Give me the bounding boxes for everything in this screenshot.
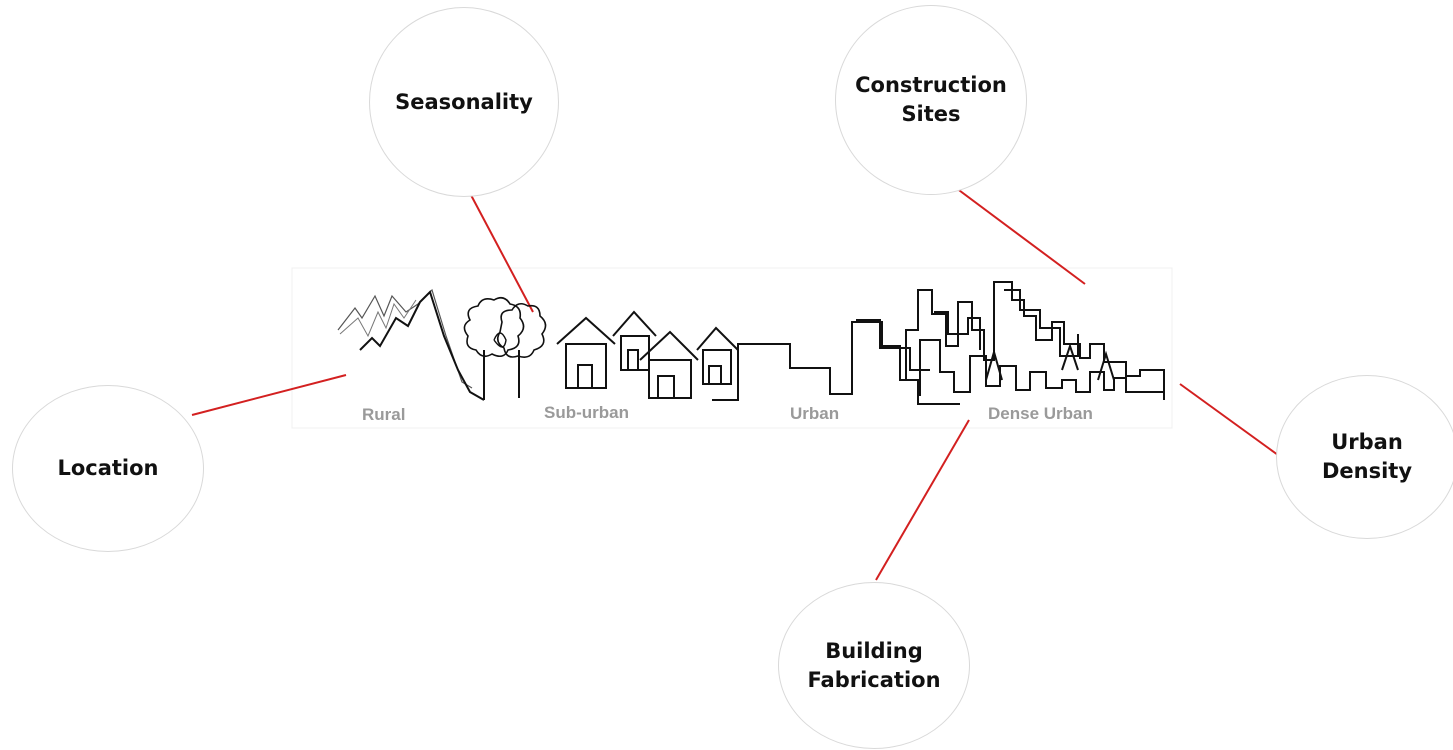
skyline-frame: [291, 267, 1173, 429]
dense-urban-sketch: [905, 281, 1165, 400]
bubble-building-fabrication: Building Fabrication: [778, 582, 970, 749]
skyline-label-rural: Rural: [362, 405, 405, 424]
bubble-urban-density: Urban Density: [1276, 375, 1453, 539]
skyline-sketch: [337, 281, 1165, 405]
bubble-label-building-fabrication: Building Fabrication: [807, 638, 941, 692]
skyline-label-sub-urban: Sub-urban: [544, 403, 629, 422]
bubble-location: Location: [12, 385, 204, 552]
bubble-label-location: Location: [57, 456, 159, 480]
mountains-sketch: [337, 288, 485, 401]
bubble-label-construction-sites: Construction Sites: [855, 73, 1007, 126]
bubble-construction-sites: Construction Sites: [835, 5, 1027, 195]
bubble-label-urban-density: Urban Density: [1321, 430, 1413, 483]
skyline-label-urban: Urban: [790, 404, 839, 423]
trees-sketch: [463, 296, 547, 400]
connector-location: [191, 374, 347, 416]
bubble-seasonality: Seasonality: [369, 7, 559, 197]
connector-building-fabrication: [875, 419, 970, 581]
skyline-label-dense-urban: Dense Urban: [988, 404, 1093, 423]
urban-sketch: [712, 319, 960, 405]
bubble-label-seasonality: Seasonality: [395, 89, 533, 114]
connector-urban-density: [1179, 383, 1279, 456]
connector-seasonality: [462, 179, 534, 313]
houses-sketch: [556, 310, 739, 399]
connectors: [191, 169, 1279, 581]
